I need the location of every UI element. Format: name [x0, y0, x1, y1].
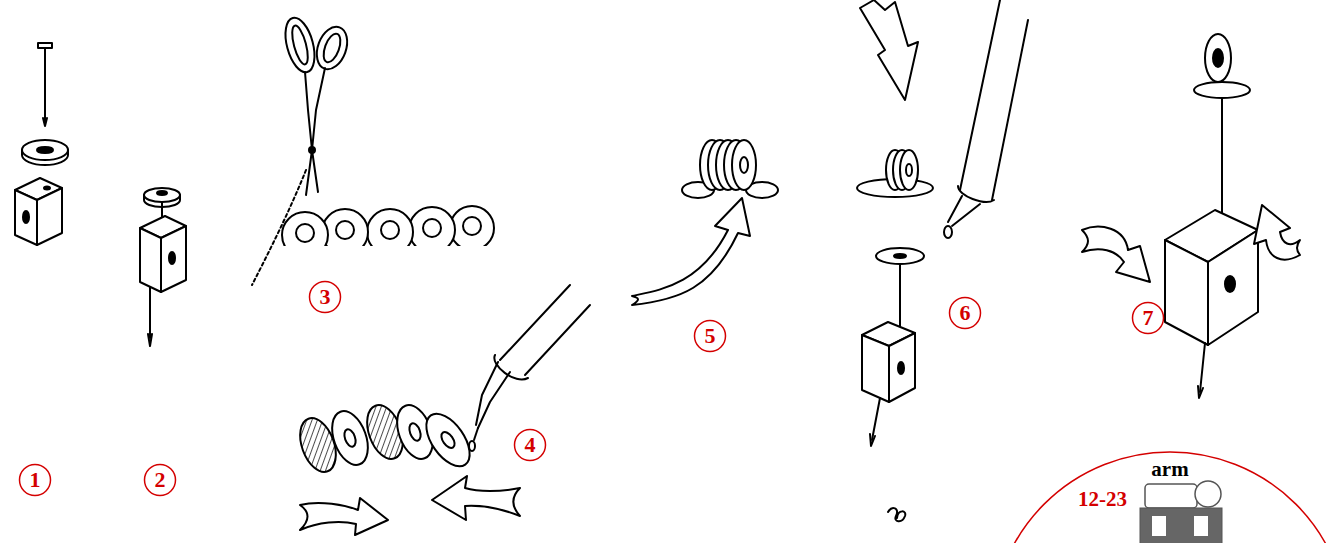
step4-discs — [293, 400, 478, 477]
step-number-circle: 5 — [693, 319, 727, 353]
step-number: 5 — [705, 324, 716, 348]
step6-parts — [857, 150, 933, 446]
part-range: 12-23 — [1078, 488, 1127, 511]
detail-circle: arm 12-23 — [990, 450, 1326, 543]
step5-curved-arrow — [632, 198, 750, 305]
step-circle — [20, 465, 51, 496]
step-number: 1 — [30, 468, 41, 492]
step-circle — [515, 430, 546, 461]
step-number-circle: 7 — [1131, 301, 1165, 335]
detail-circle-outline — [992, 452, 1326, 543]
sketch-mark — [888, 508, 905, 521]
step-number: 3 — [320, 285, 331, 309]
step-number-circle: 6 — [948, 296, 982, 330]
step-circle — [310, 282, 341, 313]
step-number-circle: 1 — [18, 463, 52, 497]
step-circle — [695, 321, 726, 352]
step-number-circle: 4 — [513, 428, 547, 462]
step6-down-arrow — [860, 0, 918, 100]
step-number: 4 — [525, 433, 536, 457]
step2-parts — [140, 188, 186, 346]
part-name: arm — [1151, 458, 1188, 481]
step-circle — [950, 298, 981, 329]
step7-rotate-arrows — [1082, 205, 1300, 282]
step-circle — [1133, 303, 1164, 334]
arm-part-drawing — [1140, 481, 1222, 543]
step-number-circle: 2 — [143, 463, 177, 497]
step-number: 2 — [155, 468, 166, 492]
step-number: 6 — [960, 301, 971, 325]
step6-glue-tube — [944, 0, 1028, 238]
step-circle — [145, 465, 176, 496]
step-number-circle: 3 — [308, 280, 342, 314]
step7-parts — [1165, 34, 1258, 398]
step4-press-arrows — [300, 476, 520, 535]
step5-disc-stack — [682, 140, 778, 198]
step4-glue-tube — [469, 285, 590, 451]
step-number: 7 — [1143, 306, 1154, 330]
step3-tape-rolls — [282, 206, 494, 246]
step1-parts — [15, 43, 68, 245]
